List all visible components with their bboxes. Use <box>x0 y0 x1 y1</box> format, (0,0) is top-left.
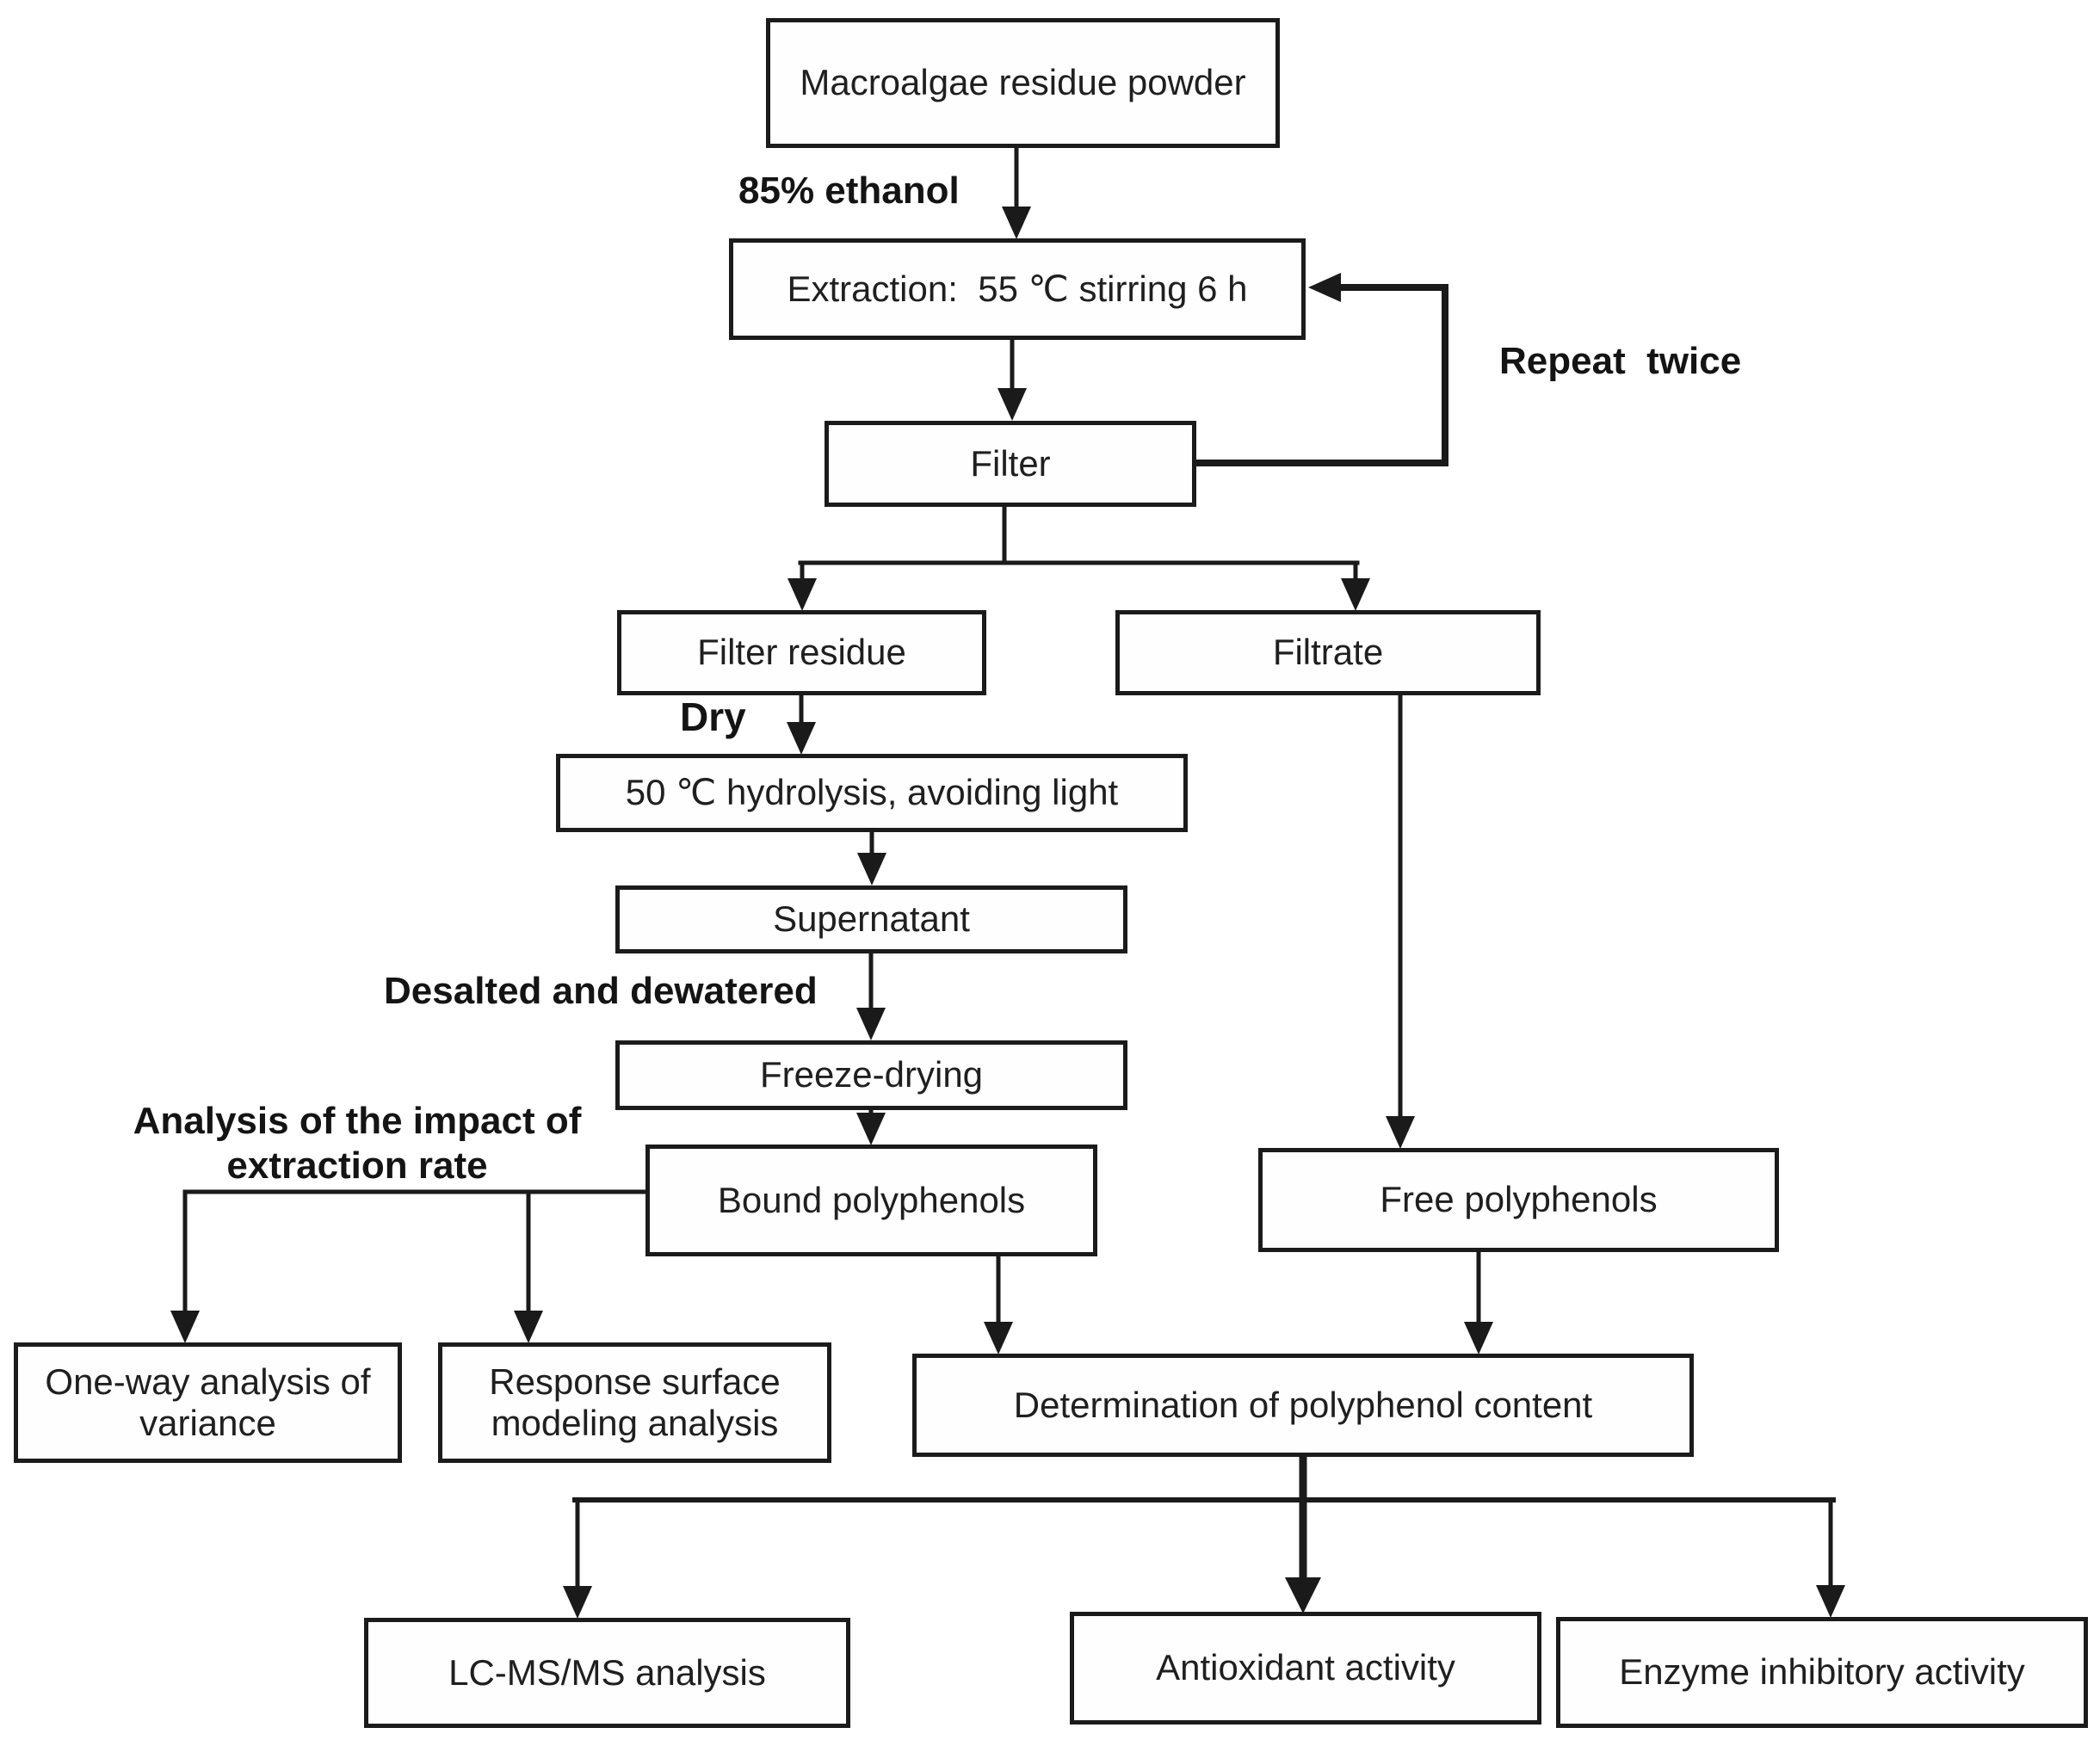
label-dry: Dry <box>680 694 746 739</box>
arrowhead-left <box>1308 273 1341 302</box>
arrowhead-down <box>984 1322 1013 1354</box>
arrowhead-down <box>514 1311 543 1343</box>
edge-bound-to-determination <box>984 1254 1013 1354</box>
node-antioxidant-activity: Antioxidant activity <box>1070 1612 1541 1725</box>
arrowhead-down <box>787 722 816 755</box>
arrowhead-down <box>1816 1585 1845 1618</box>
arrowhead-down <box>563 1586 592 1619</box>
arrowhead-down <box>998 388 1027 421</box>
node-filter: Filter <box>825 421 1196 507</box>
label-repeat-twice: Repeat twice <box>1499 340 1742 382</box>
node-filter-residue: Filter residue <box>617 610 986 695</box>
node-supernatant: Supernatant <box>615 885 1127 953</box>
arrowhead-down <box>788 578 817 611</box>
edge-hydrolysis-to-supernatant <box>857 830 886 885</box>
node-bound-polyphenols: Bound polyphenols <box>645 1145 1097 1256</box>
arrowhead-down <box>1002 207 1031 239</box>
edge-free-to-determination <box>1464 1249 1493 1354</box>
edge-extraction-to-filter <box>998 337 1027 421</box>
arrowhead-down <box>856 1008 886 1040</box>
label-analysis-impact-extraction-rate: Analysis of the impact of extraction rat… <box>133 1100 582 1187</box>
edge-macroalgae-to-extraction <box>1002 145 1031 239</box>
label-85-percent-ethanol: 85% ethanol <box>738 170 960 212</box>
label-desalted-and-dewatered: Desalted and dewatered <box>384 970 818 1012</box>
edge-filter-split <box>788 506 1370 611</box>
node-lc-ms-analysis: LC-MS/MS analysis <box>364 1618 850 1728</box>
arrowhead-down <box>1285 1577 1321 1614</box>
node-macroalgae-residue-powder: Macroalgae residue powder <box>766 18 1280 148</box>
node-determination: Determination of polyphenol content <box>912 1354 1694 1457</box>
edge-filtrate-to-free <box>1386 693 1415 1149</box>
edge-freezedrying-to-bound <box>856 1108 886 1145</box>
node-one-way-anova: One-way analysis of variance <box>14 1342 402 1463</box>
node-free-polyphenols: Free polyphenols <box>1258 1148 1779 1252</box>
arrowhead-down <box>1341 578 1370 611</box>
arrowhead-down <box>1464 1322 1493 1354</box>
node-hydrolysis: 50 ℃ hydrolysis, avoiding light <box>556 754 1188 832</box>
arrowhead-down <box>856 1113 886 1145</box>
edge-supernatant-to-freezedrying <box>856 951 886 1040</box>
arrowhead-down <box>1386 1116 1415 1149</box>
node-enzyme-inhibitory-activity: Enzyme inhibitory activity <box>1556 1617 2088 1728</box>
edge-residue-to-hydrolysis <box>787 693 816 755</box>
edge-bound-to-analysis-branch <box>170 1189 650 1343</box>
edge-repeat-loop <box>1193 273 1448 466</box>
edge-determination-split <box>563 1453 1845 1619</box>
node-freeze-drying: Freeze-drying <box>615 1040 1127 1110</box>
node-response-surface: Response surface modeling analysis <box>438 1342 831 1463</box>
arrowhead-down <box>857 853 886 885</box>
node-extraction: Extraction: 55 ℃ stirring 6 h <box>729 238 1306 340</box>
arrowhead-down <box>170 1311 200 1343</box>
node-filtrate: Filtrate <box>1115 610 1541 695</box>
